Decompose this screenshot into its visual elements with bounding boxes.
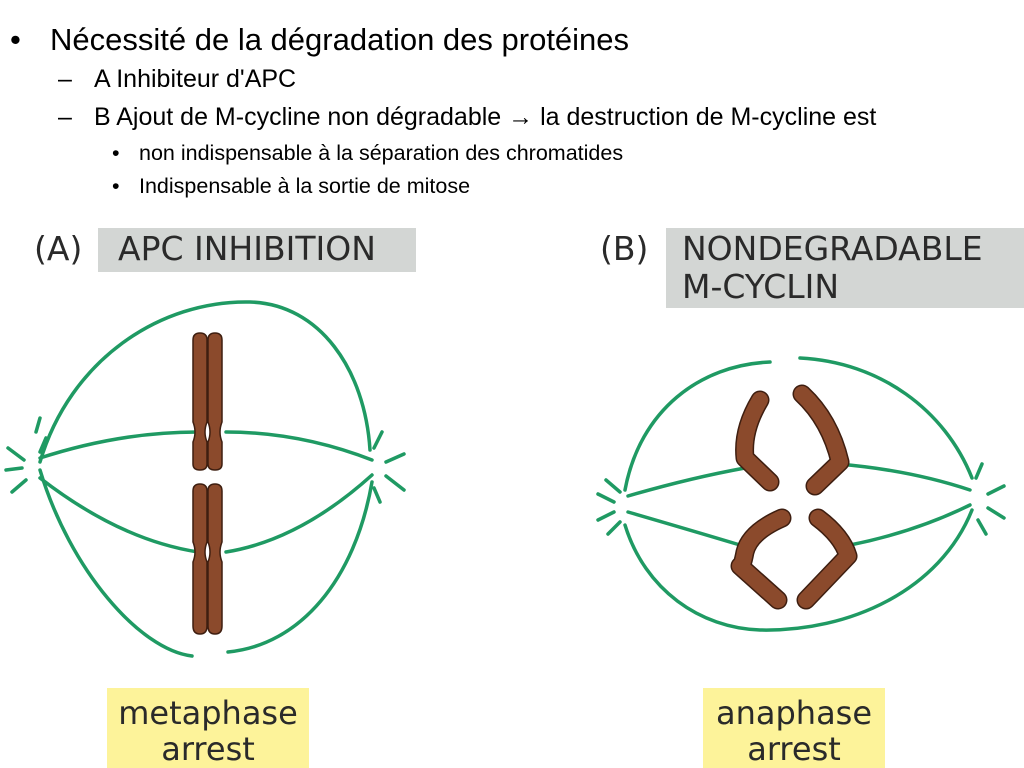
panel-a-title-box (98, 228, 416, 272)
bullet-text: non indispensable à la séparation des ch… (139, 141, 624, 165)
bullet-text: A Inhibiteur d'APC (94, 65, 297, 93)
panel-a: (A) APC INHIBITION (4, 228, 416, 768)
panel-a-title: APC INHIBITION (118, 229, 376, 268)
bullet-text: Indispensable à la sortie de mitose (139, 174, 471, 198)
panel-a-label-line2: arrest (161, 730, 255, 768)
panel-b-spindle (596, 356, 1006, 632)
panel-a-chromosome-upper (192, 332, 223, 471)
bullet-text: B Ajout de M-cycline non dégradable → la… (94, 103, 877, 131)
panel-b-chromosome-lower-right (796, 508, 858, 610)
bullet-marker: • (112, 141, 120, 165)
panel-b: (B) NONDEGRADABLE M-CYCLIN (596, 228, 1024, 768)
bullet-marker: – (58, 103, 72, 131)
panel-a-label-box (107, 688, 309, 768)
panel-a-spindle (4, 300, 406, 658)
bullet-marker: • (112, 174, 120, 198)
bullet-marker: – (58, 65, 72, 93)
panel-b-title-line1: NONDEGRADABLE (682, 229, 983, 268)
panel-b-label-box (703, 688, 885, 768)
bullet-text: Nécessité de la dégradation des protéine… (50, 22, 630, 57)
panel-b-chromosome-upper-right (792, 384, 850, 496)
panel-a-chromosome-lower (192, 483, 223, 635)
bullet-marker: • (10, 22, 21, 57)
panel-b-label-line2: arrest (747, 730, 841, 768)
panel-b-chromosome-upper-left (735, 390, 780, 492)
panel-b-chromosome-lower-left (730, 508, 792, 610)
panel-b-letter: (B) (600, 229, 648, 268)
panel-a-label-line1: metaphase (118, 694, 298, 732)
panel-a-letter: (A) (34, 229, 82, 268)
panel-b-label-line1: anaphase (716, 694, 872, 732)
panel-b-title-line2: M-CYCLIN (682, 267, 839, 306)
panel-b-title-box (666, 228, 1024, 308)
